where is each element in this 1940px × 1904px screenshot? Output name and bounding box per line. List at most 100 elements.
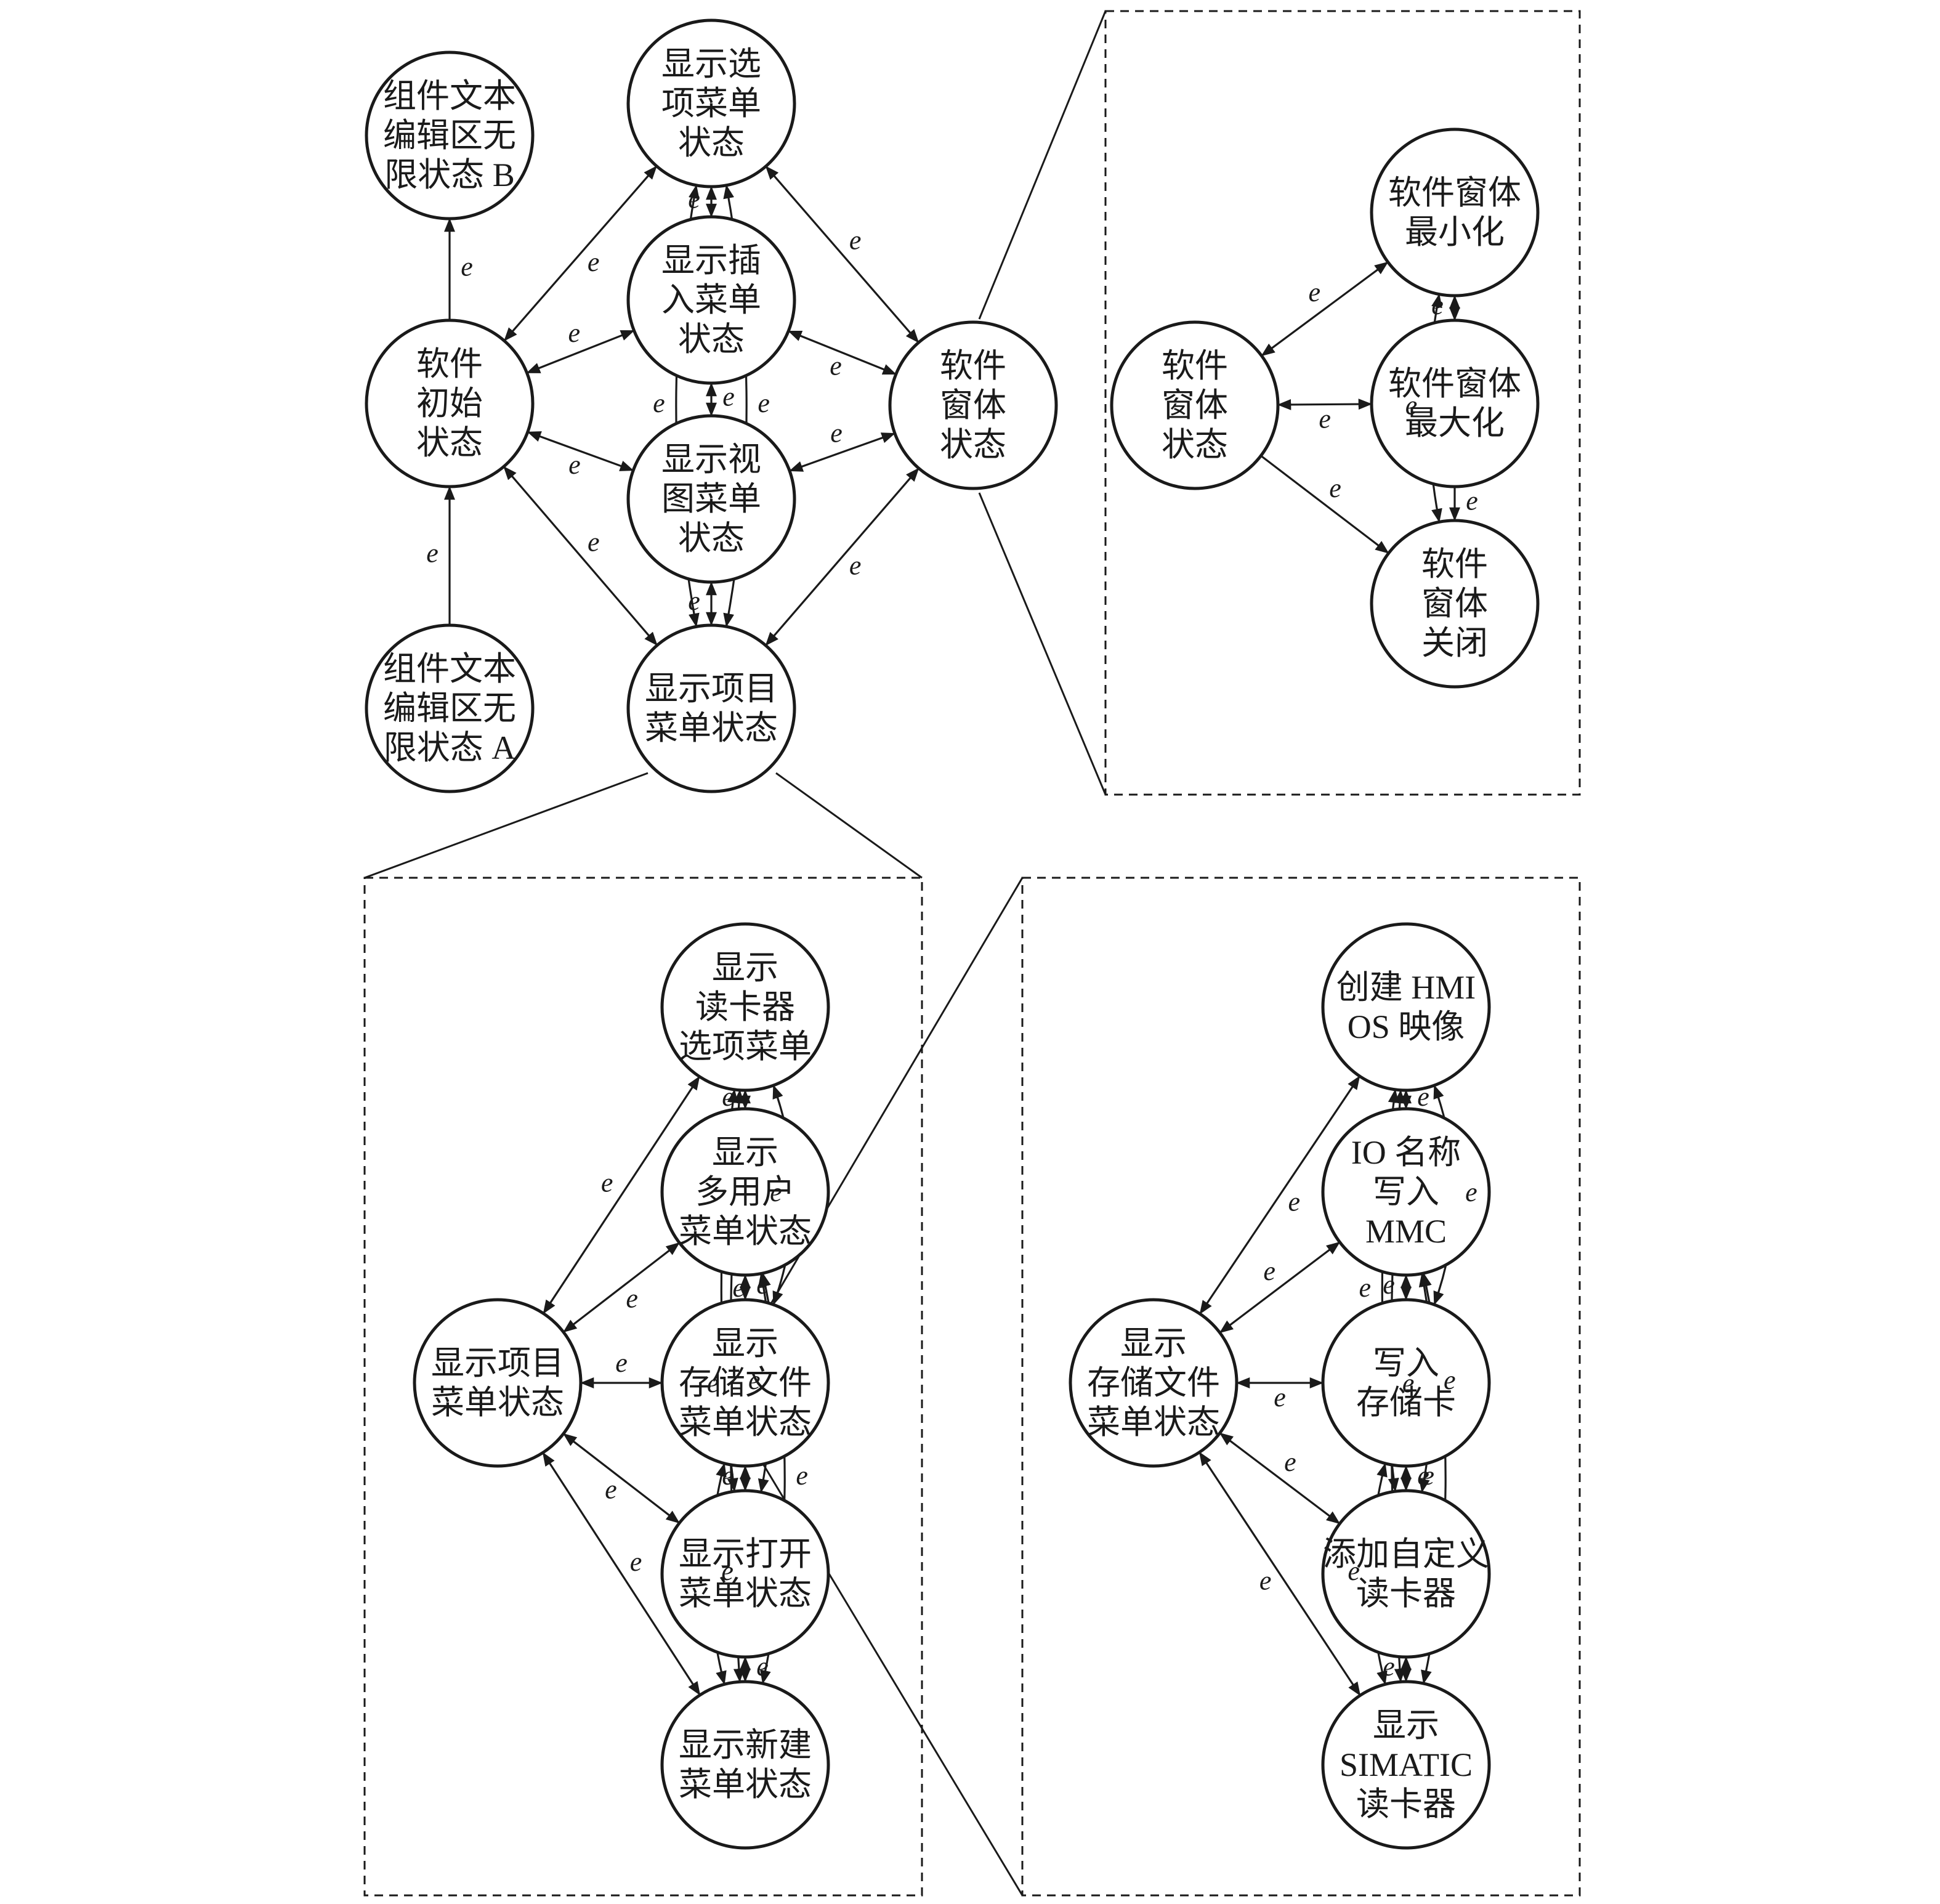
state-circle (1370, 128, 1540, 298)
edge-label-e: e (722, 1460, 734, 1491)
state-circle (626, 414, 796, 584)
state-label-line: 菜单状态 (679, 1575, 812, 1612)
transition-edge-o-n (562, 1242, 681, 1333)
state-label-line: 组件文本 (383, 650, 516, 687)
state-label-line: OS 映像 (1348, 1008, 1465, 1045)
state-label-line: 读卡器 (1356, 1786, 1456, 1823)
edge-label-e: e (1405, 391, 1418, 421)
state-label-line: SIMATIC (1340, 1746, 1473, 1783)
state-label-line: 窗体 (940, 387, 1006, 424)
state-label-line: 写入 (1373, 1345, 1439, 1382)
state-label-line: 显示打开 (679, 1536, 812, 1573)
edge-label-e: e (1417, 1082, 1429, 1112)
state-circle (660, 922, 830, 1092)
edge-label-e: e (1465, 1177, 1477, 1207)
state-circle (1321, 922, 1491, 1092)
state-label-line: 限状态 B (384, 156, 515, 193)
state-label-line: 最小化 (1405, 214, 1505, 251)
edge-label-e: e (756, 1270, 769, 1300)
transition-edge-b-e (765, 165, 919, 344)
state-label-line: 创建 HMI (1336, 969, 1476, 1006)
state-label-line: 菜单状态 (679, 1213, 812, 1250)
transition-edge-h-e (765, 468, 919, 646)
state-label-line: IO 名称 (1351, 1134, 1461, 1171)
state-label-line: MMC (1365, 1213, 1447, 1250)
edge-label-e: e (630, 1547, 642, 1577)
state-label-line: 图菜单 (661, 480, 761, 517)
state-label-line: 显示 (712, 949, 778, 986)
zoom-line-window-top (978, 10, 1107, 320)
state-circle (1110, 320, 1280, 490)
state-circle (626, 623, 796, 793)
transition-edge-i-k (1277, 399, 1373, 410)
zoom-line-project-right (775, 772, 923, 879)
edge-label-e: e (588, 527, 600, 557)
state-label-line: 软件 (416, 346, 483, 383)
state-circle (1069, 1298, 1239, 1468)
state-label-line: 编辑区无 (383, 690, 516, 727)
state-label-line: 选项菜单 (679, 1028, 812, 1065)
zoom-line-window-bottom (978, 492, 1107, 795)
state-label-line: 最大化 (1405, 405, 1505, 442)
edge-label-e: e (1284, 1447, 1296, 1477)
edge-label-e: e (733, 1273, 745, 1303)
edge-label-e: e (601, 1168, 613, 1198)
edge-label-e: e (758, 388, 770, 418)
state-label-line: 入菜单 (661, 282, 761, 318)
panel-project-menu-detail (363, 877, 923, 1897)
edge-label-e: e (626, 1283, 638, 1313)
edge-label-e: e (707, 1368, 719, 1398)
state-label-line: 存储文件 (1087, 1364, 1220, 1401)
state-label-line: 存储文件 (679, 1364, 812, 1401)
state-circle (1370, 318, 1540, 488)
transition-edge-u-x (1198, 1451, 1361, 1696)
edge-label-e: e (568, 450, 581, 480)
state-circle (888, 320, 1058, 490)
state-label-line: 菜单状态 (431, 1384, 564, 1421)
edge-label-e: e (1422, 1460, 1434, 1491)
state-label-line: 关闭 (1421, 625, 1488, 662)
state-circle (660, 1489, 830, 1659)
edge-label-e: e (1383, 1270, 1395, 1300)
edge-label-e: e (615, 1348, 628, 1378)
edge-label-e: e (1417, 1460, 1429, 1491)
state-label-line: 组件文本 (383, 78, 516, 115)
edge-label-e: e (722, 1082, 734, 1112)
edge-label-e: e (688, 184, 700, 214)
state-label-line: 软件窗体 (1388, 174, 1521, 211)
state-label-line: 状态 (678, 321, 745, 358)
state-circle (626, 18, 796, 188)
state-label-line: 限状态 A (384, 729, 516, 766)
edge-label-e: e (830, 351, 842, 381)
state-label-line: 菜单状态 (679, 1766, 812, 1803)
edge-labels: eeeeeeeeeeeeeeeeeeeeeeeeeeeeeeeeeeeeeeee… (426, 184, 1478, 1682)
state-label-line: 软件窗体 (1388, 365, 1521, 402)
state-label-line: 软件 (1421, 546, 1488, 583)
transition-edge-i-j (1261, 261, 1389, 357)
edge-label-e: e (1274, 1382, 1286, 1412)
state-label-line: 初始 (416, 385, 483, 422)
state-label-line: 显示项目 (645, 670, 778, 707)
state-label-line: 状态 (940, 426, 1006, 463)
state-label-line: 写入 (1373, 1173, 1439, 1210)
state-label-line: 读卡器 (695, 989, 795, 1026)
transition-edge-o-r (542, 1452, 701, 1696)
state-label-line: 显示 (712, 1325, 778, 1362)
state-label-line: 显示选 (661, 46, 761, 83)
